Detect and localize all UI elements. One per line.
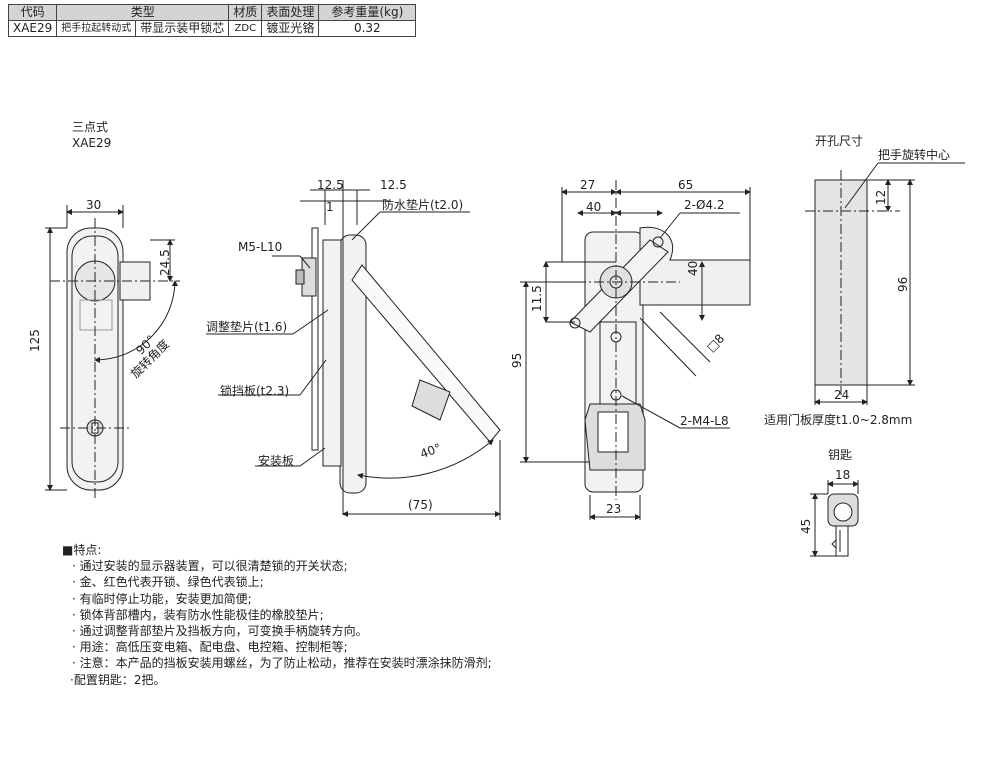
dim-front-height: 125 bbox=[28, 329, 42, 352]
side-gasket-label: 防水垫片(t2.0) bbox=[382, 198, 464, 212]
cutout-center-label: 把手旋转中心 bbox=[878, 148, 951, 162]
side-mount-plate-label: 安装板 bbox=[258, 454, 295, 468]
feature-item: · 用途：高低压变电箱、配电盘、电控箱、控制柜等; bbox=[72, 640, 348, 655]
feature-item: · 金、红色代表开锁、绿色代表锁上; bbox=[72, 575, 264, 590]
spec-header-row: 代码 类型 材质 表面处理 参考重量(kg) bbox=[7, 4, 417, 21]
dim-rear-hole: 2-Ø4.2 bbox=[684, 198, 725, 212]
dim-side-c: 1 bbox=[326, 200, 334, 214]
spec-data-row: XAE29 把手拉起转动式 带显示装甲锁芯 ZDC 镀亚光铬 0.32 bbox=[7, 20, 417, 37]
header-type: 类型 bbox=[56, 4, 230, 21]
cell-type-a: 把手拉起转动式 bbox=[56, 20, 137, 37]
dim-rear-h11: 11.5 bbox=[530, 285, 544, 312]
dim-side-b: 12.5 bbox=[380, 178, 407, 192]
feature-item: · 通过调整背部垫片及挡板方向，可变换手柄旋转方向。 bbox=[72, 624, 368, 639]
dim-front-pivot: 24.5 bbox=[158, 249, 172, 276]
dim-cutout-height: 96 bbox=[896, 276, 910, 292]
dim-cutout-top: 12 bbox=[874, 189, 888, 205]
key-drawing bbox=[810, 480, 859, 557]
rear-screws-label: 2-M4-L8 bbox=[680, 414, 729, 428]
feature-item: · 通过安装的显示器装置，可以很清楚锁的开关状态; bbox=[72, 559, 348, 574]
features-title: ■特点: bbox=[62, 543, 102, 557]
front-view-drawing bbox=[45, 205, 180, 498]
side-shim-label: 调整垫片(t1.6) bbox=[206, 320, 288, 334]
cell-code: XAE29 bbox=[7, 20, 58, 37]
side-stop-plate-label: 锁挡板(t2.3) bbox=[220, 384, 290, 398]
feature-item: · 有临时停止功能，安装更加简便; bbox=[72, 591, 252, 606]
cutout-title: 开孔尺寸 bbox=[815, 134, 864, 148]
dim-front-width: 30 bbox=[86, 198, 102, 212]
header-code: 代码 bbox=[7, 4, 58, 21]
dim-rear-27: 27 bbox=[580, 178, 596, 192]
header-weight: 参考重量(kg) bbox=[318, 4, 417, 21]
rear-view-drawing bbox=[520, 180, 751, 520]
dim-rear-h40: 40 bbox=[686, 260, 700, 276]
cell-type-b: 带显示装甲锁芯 bbox=[135, 20, 230, 37]
dim-rear-65: 65 bbox=[678, 178, 694, 192]
feature-item: · 锁体背部槽内，装有防水性能极佳的橡胶垫片; bbox=[72, 607, 324, 622]
front-code-label: XAE29 bbox=[72, 136, 112, 150]
dim-key-width: 18 bbox=[835, 468, 851, 482]
cutout-note: 适用门板厚度t1.0~2.8mm bbox=[764, 413, 913, 427]
cell-material: ZDC bbox=[228, 20, 263, 37]
cell-weight: 0.32 bbox=[318, 20, 417, 37]
dim-side-depth: (75) bbox=[408, 498, 433, 512]
dim-side-a: 12.5 bbox=[317, 178, 344, 192]
feature-item: ·配置钥匙：2把。 bbox=[70, 672, 166, 687]
features-list: ■特点: · 通过安装的显示器装置，可以很清楚锁的开关状态; · 金、红色代表开… bbox=[62, 542, 492, 688]
key-title: 钥匙 bbox=[828, 448, 853, 462]
dim-rear-h95: 95 bbox=[510, 352, 524, 368]
cell-finish: 镀亚光铬 bbox=[261, 20, 320, 37]
cutout-drawing bbox=[805, 162, 965, 405]
dim-rear-23: 23 bbox=[606, 502, 622, 516]
dim-rear-40: 40 bbox=[586, 200, 602, 214]
side-view-drawing bbox=[206, 180, 501, 520]
feature-item: · 注意：本产品的挡板安装用螺丝，为了防止松动，推荐在安装时漂涂抹防滑剂; bbox=[72, 656, 492, 671]
dim-cutout-width: 24 bbox=[834, 388, 850, 402]
spec-table: 代码 类型 材质 表面处理 参考重量(kg) XAE29 把手拉起转动式 带显示… bbox=[7, 4, 417, 37]
dim-key-length: 45 bbox=[799, 518, 813, 534]
front-style-label: 三点式 bbox=[72, 120, 109, 134]
header-material: 材质 bbox=[228, 4, 263, 21]
side-screw-label: M5-L10 bbox=[238, 240, 283, 254]
